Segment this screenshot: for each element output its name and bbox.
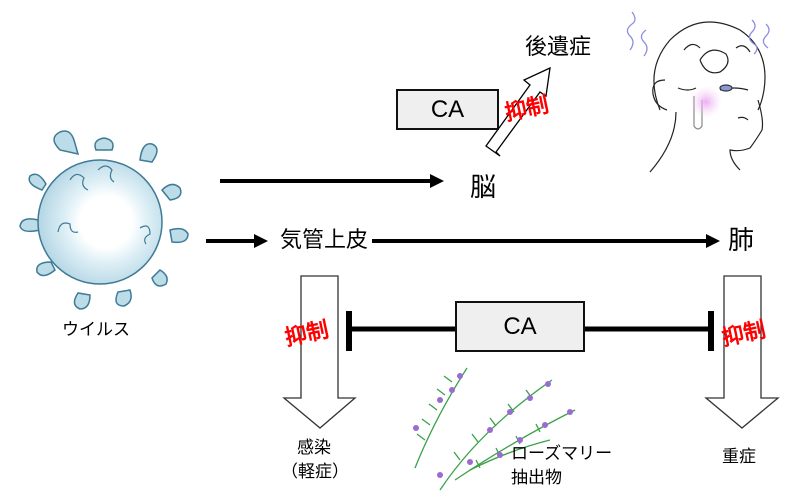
- brain-label: 脳: [470, 173, 497, 203]
- arrow-virus-to-brain: [220, 174, 444, 188]
- lung-label: 肺: [728, 226, 755, 256]
- sequelae-label: 後遺症: [525, 35, 592, 60]
- ca-label-bottom: CA: [503, 312, 537, 340]
- arrow-trachea-to-infection: [282, 275, 357, 429]
- infection-label: 感染: [297, 438, 331, 458]
- arrow-virus-to-trachea: [206, 234, 268, 248]
- virus-icon: [19, 130, 189, 310]
- brain-squiggle-icon: [626, 11, 770, 57]
- virus-label: ウイルス: [62, 320, 130, 340]
- rosemary-label: ローズマリー: [511, 444, 613, 464]
- inhibition-line: [346, 311, 714, 351]
- rosemary-icon: [413, 367, 576, 491]
- ca-box-bottom: CA: [455, 301, 585, 352]
- extract-label: 抽出物: [511, 468, 562, 488]
- arrow-lung-to-severe: [704, 275, 780, 429]
- trachea-epithelium-label: 気管上皮: [280, 228, 369, 253]
- arrow-brain-to-sequelae: [485, 66, 551, 157]
- arrow-trachea-to-lung: [372, 234, 720, 248]
- severe-label: 重症: [722, 447, 756, 467]
- head-brain-icon: [649, 21, 766, 173]
- ca-label-top: CA: [430, 95, 465, 123]
- mild-label: （軽症）: [281, 462, 349, 482]
- ca-box-top: CA: [396, 89, 499, 130]
